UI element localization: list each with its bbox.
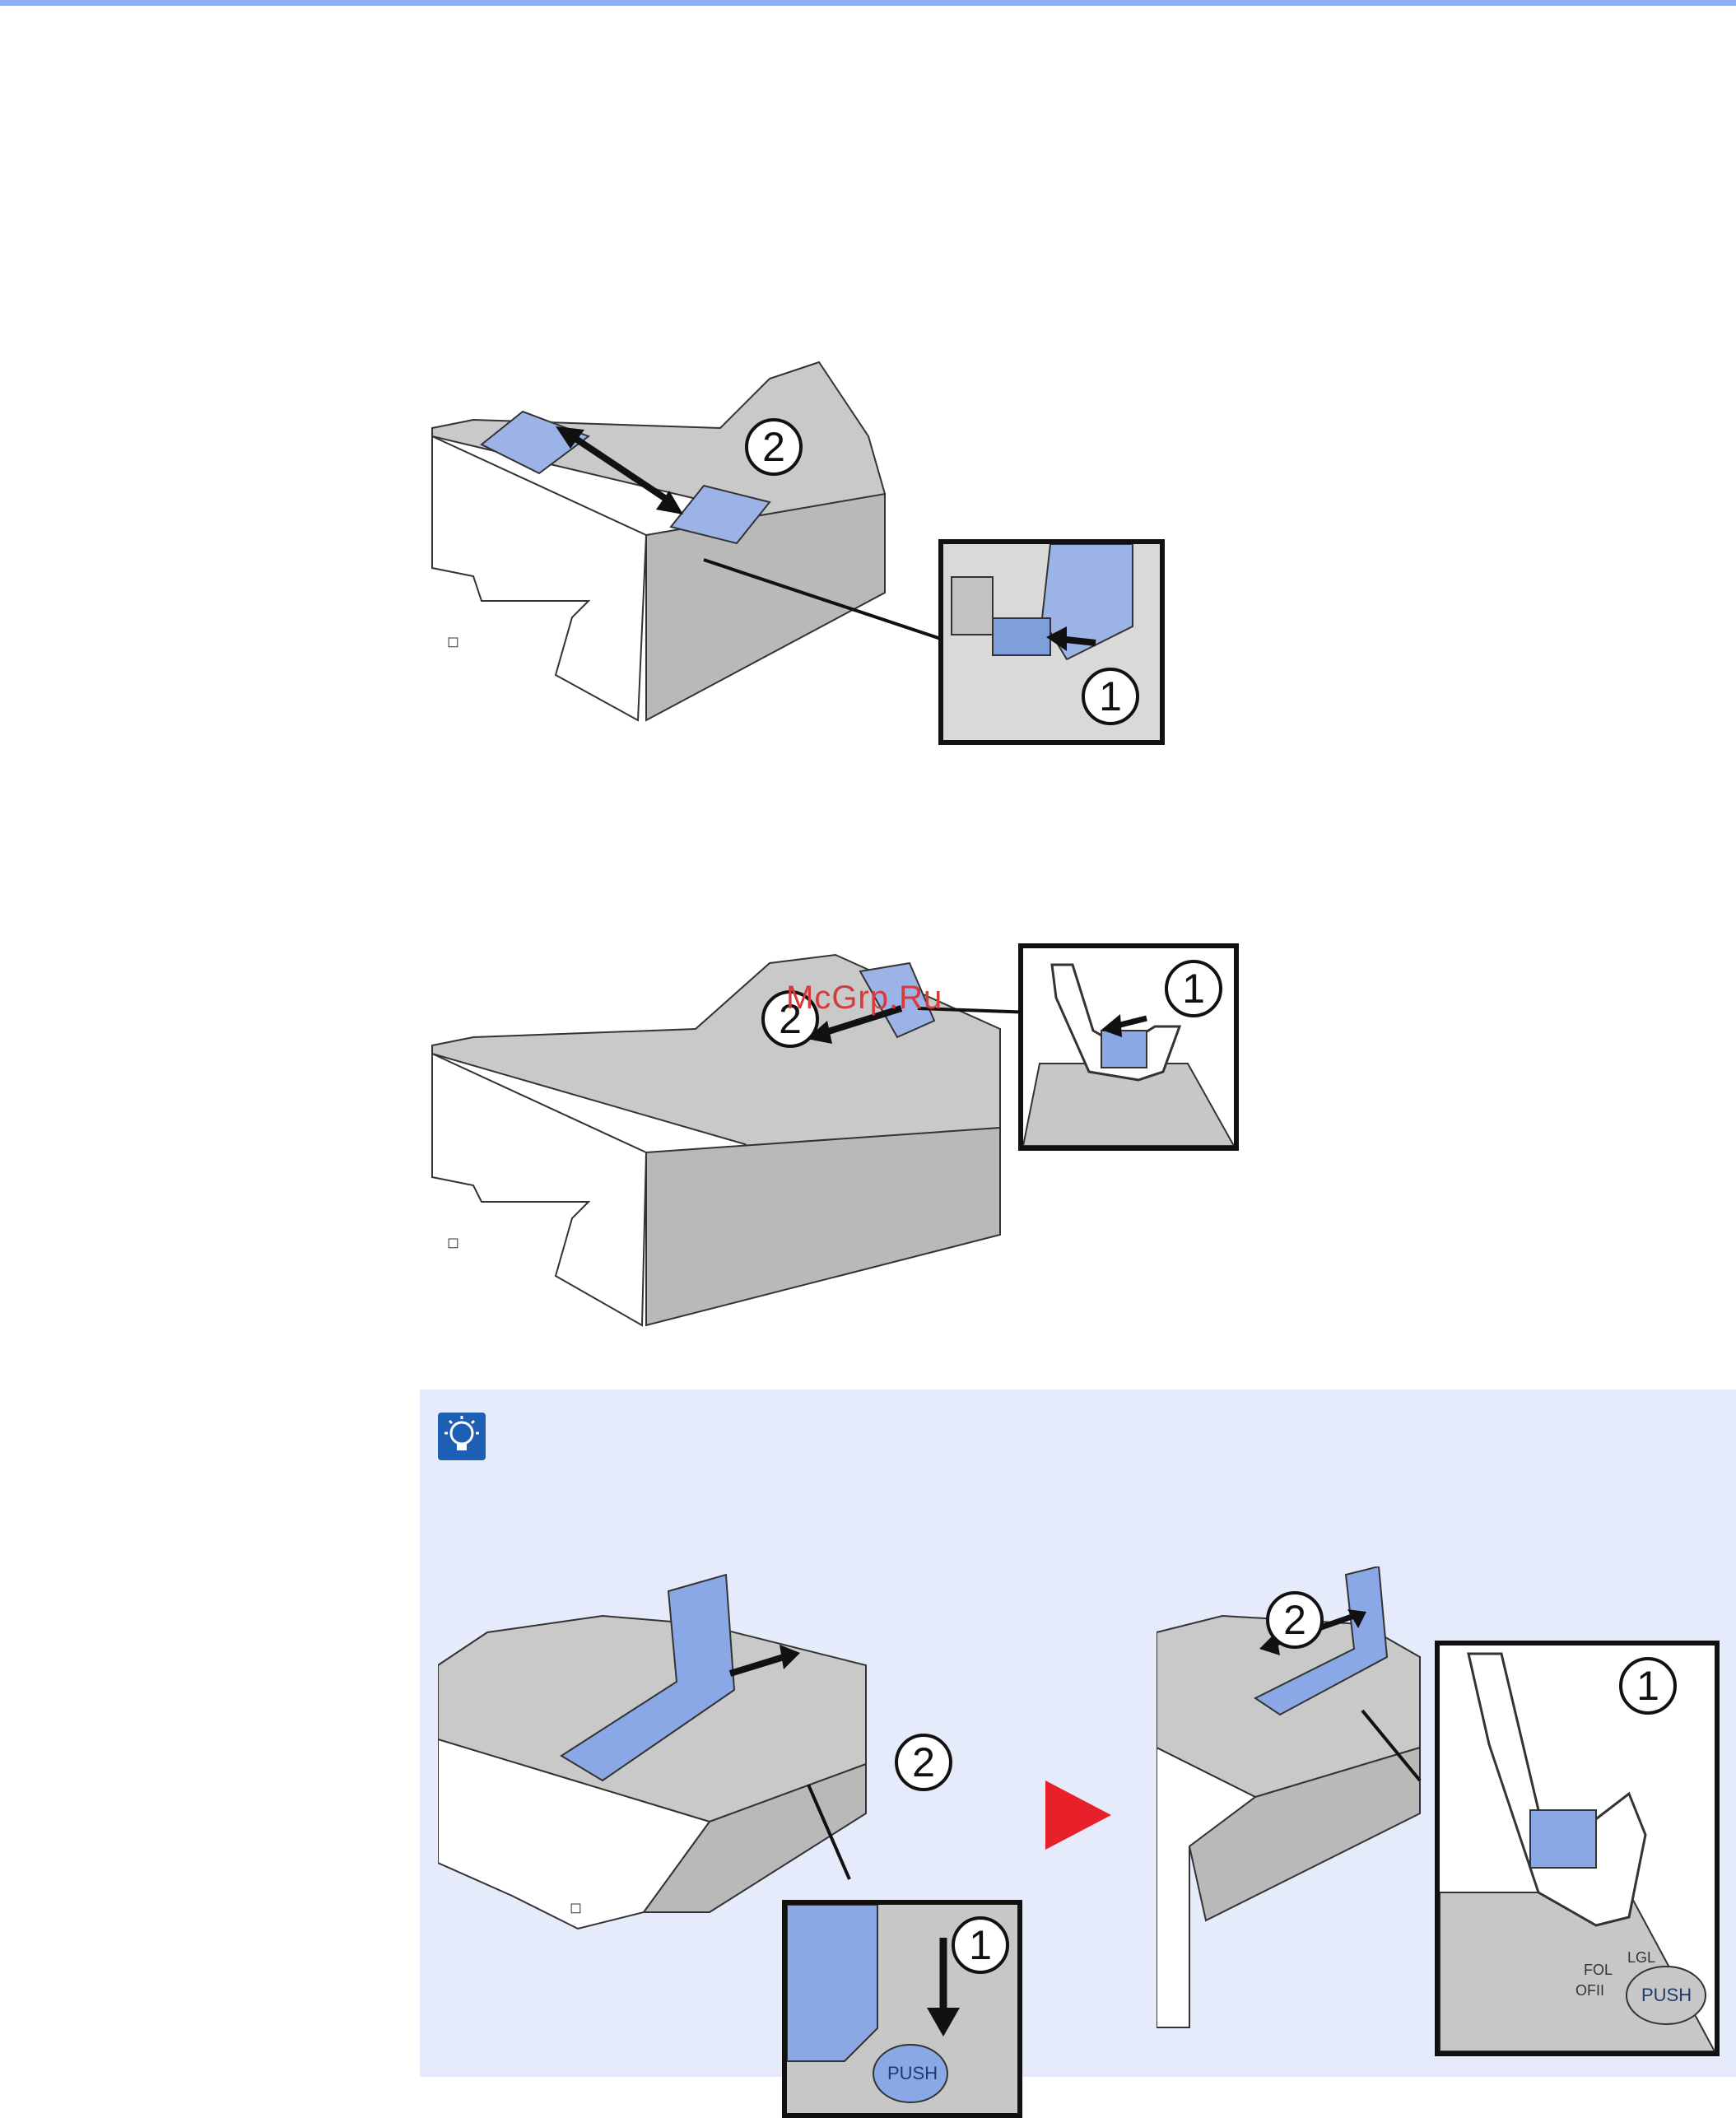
inset-push-button: PUSH 1 bbox=[782, 1900, 1022, 2118]
push-label: PUSH bbox=[1641, 1985, 1692, 2005]
svg-text:◻: ◻ bbox=[570, 1899, 582, 1916]
size-label-ofii: OFII bbox=[1575, 1982, 1604, 1999]
watermark: McGrp.Ru bbox=[786, 980, 942, 1017]
callout-1: 1 bbox=[1082, 668, 1139, 725]
figure-tray-width-guides: ◻ 2 1 bbox=[424, 329, 1165, 749]
lightbulb-icon bbox=[438, 1413, 486, 1460]
size-label-lgl: LGL bbox=[1627, 1949, 1655, 1966]
callout-2: 2 bbox=[895, 1734, 952, 1791]
callout-2: 2 bbox=[745, 418, 803, 476]
note-figure-right: 2 PUSH LGL FOL OFII 1 bbox=[1157, 1566, 1736, 2060]
callout-1: 1 bbox=[1165, 960, 1222, 1017]
callout-2: 2 bbox=[1266, 1591, 1324, 1649]
inset-size-lever: PUSH LGL FOL OFII 1 bbox=[1435, 1641, 1720, 2056]
play-triangle-icon bbox=[1045, 1781, 1111, 1850]
push-label: PUSH bbox=[887, 2063, 938, 2083]
page-top-rule bbox=[0, 0, 1736, 6]
callout-1: 1 bbox=[1619, 1657, 1677, 1715]
note-figure-left: ◻ 2 PUSH 1 bbox=[438, 1566, 973, 2073]
note-panel: ◻ 2 PUSH 1 2 bbox=[420, 1390, 1736, 2077]
size-label-fol: FOL bbox=[1584, 1962, 1613, 1978]
callout-1: 1 bbox=[952, 1916, 1009, 1974]
size-lever-illustration: PUSH LGL FOL OFII bbox=[1440, 1646, 1715, 2051]
inset-length-guide-lever: 1 bbox=[1018, 943, 1239, 1151]
svg-text:◻: ◻ bbox=[447, 633, 459, 649]
svg-text:◻: ◻ bbox=[447, 1234, 459, 1250]
inset-guide-lever: 1 bbox=[938, 539, 1165, 745]
